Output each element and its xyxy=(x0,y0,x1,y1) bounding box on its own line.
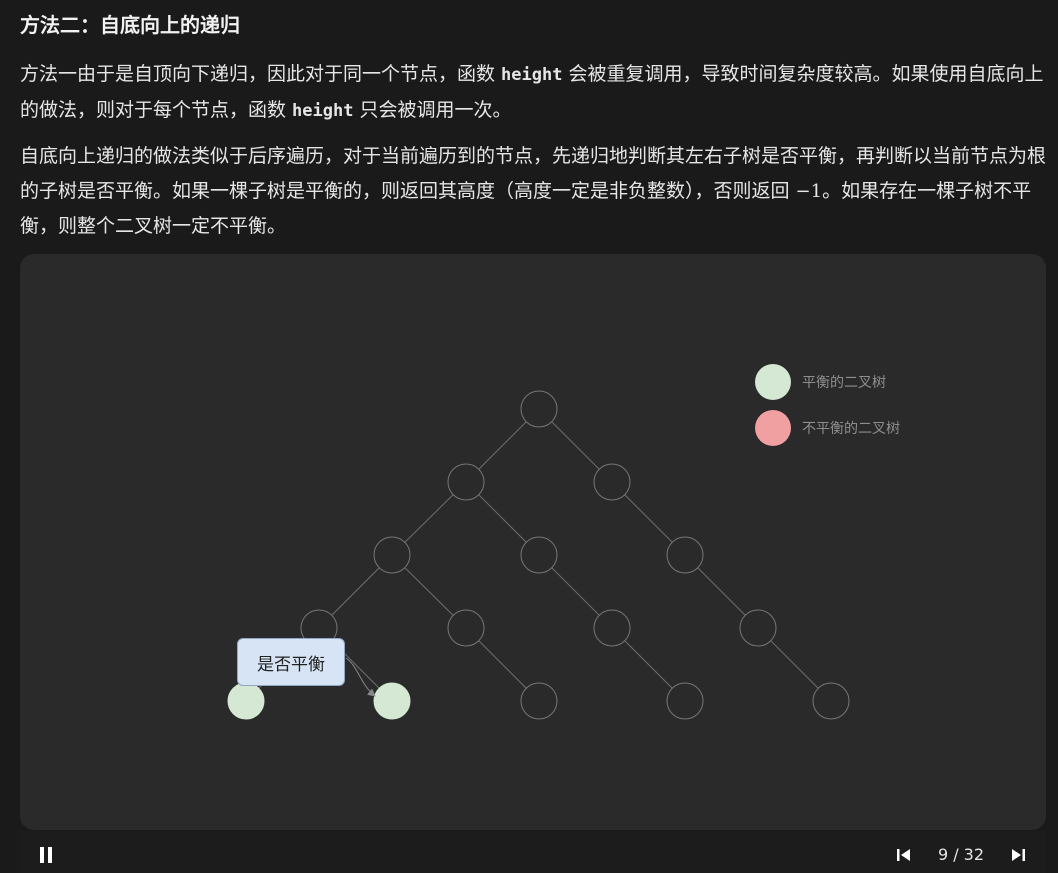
code-height-2: height xyxy=(292,101,354,121)
legend-balanced: 平衡的二叉树 xyxy=(755,364,886,400)
legend-balanced-label: 平衡的二叉树 xyxy=(802,375,886,391)
step-forward-icon xyxy=(1012,849,1025,861)
tree-node xyxy=(373,536,411,574)
step-forward-button[interactable] xyxy=(1008,845,1028,865)
paragraph-1-text-b: 会被重复调用，导致时间复杂度较高。如果使用自底向上的做法，则对于每个节点，函数 xyxy=(20,63,1044,121)
tree-node-balanced xyxy=(227,682,265,720)
tree-node xyxy=(812,682,850,720)
step-back-icon xyxy=(897,849,910,861)
balance-check-tooltip: 是否平衡 xyxy=(237,638,345,686)
section-heading: 方法二：自底向上的递归 xyxy=(20,13,240,37)
tree-node xyxy=(447,463,485,501)
tree-node xyxy=(447,609,485,647)
animation-canvas: 平衡的二叉树 不平衡的二叉树 是否平衡 xyxy=(20,254,1046,830)
tree-node xyxy=(666,536,704,574)
tree-node-root xyxy=(520,390,558,428)
legend-unbalanced-swatch xyxy=(755,410,791,446)
math-minus-one: −1 xyxy=(795,181,823,202)
tree-nodes xyxy=(227,390,850,720)
tree-node xyxy=(666,682,704,720)
paragraph-1-text-c: 只会被调用一次。 xyxy=(353,99,512,121)
tree-node xyxy=(593,609,631,647)
code-height-1: height xyxy=(501,65,563,85)
step-counter: 9 / 32 xyxy=(937,845,985,864)
legend-unbalanced: 不平衡的二叉树 xyxy=(755,410,900,446)
step-back-button[interactable] xyxy=(894,845,914,865)
tree-node-balanced xyxy=(373,682,411,720)
legend-balanced-swatch xyxy=(755,364,791,400)
tree-node xyxy=(520,682,558,720)
tree-node xyxy=(593,463,631,501)
pause-icon xyxy=(38,847,54,863)
paragraph-1-text-a: 方法一由于是自顶向下递归，因此对于同一个节点，函数 xyxy=(20,63,502,85)
tree-node xyxy=(739,609,777,647)
paragraph-2-text-a: 自底向上递归的做法类似于后序遍历，对于当前遍历到的节点，先递归地判断其左右子树是… xyxy=(20,145,1047,202)
player-controls: 9 / 32 xyxy=(20,831,1046,873)
tree-node xyxy=(520,536,558,574)
tree-diagram xyxy=(227,390,850,720)
paragraph-2-text-b: 。如果存在一棵子树不平衡，则整个二叉树一定不平衡。 xyxy=(20,180,1032,237)
legend-unbalanced-label: 不平衡的二叉树 xyxy=(802,421,900,437)
paragraph-1: 方法一由于是自顶向下递归，因此对于同一个节点，函数 height 会被重复调用，… xyxy=(20,57,1050,129)
tooltip-arrow xyxy=(345,657,376,697)
pause-button[interactable] xyxy=(36,845,56,865)
paragraph-2: 自底向上递归的做法类似于后序遍历，对于当前遍历到的节点，先递归地判断其左右子树是… xyxy=(20,139,1050,244)
